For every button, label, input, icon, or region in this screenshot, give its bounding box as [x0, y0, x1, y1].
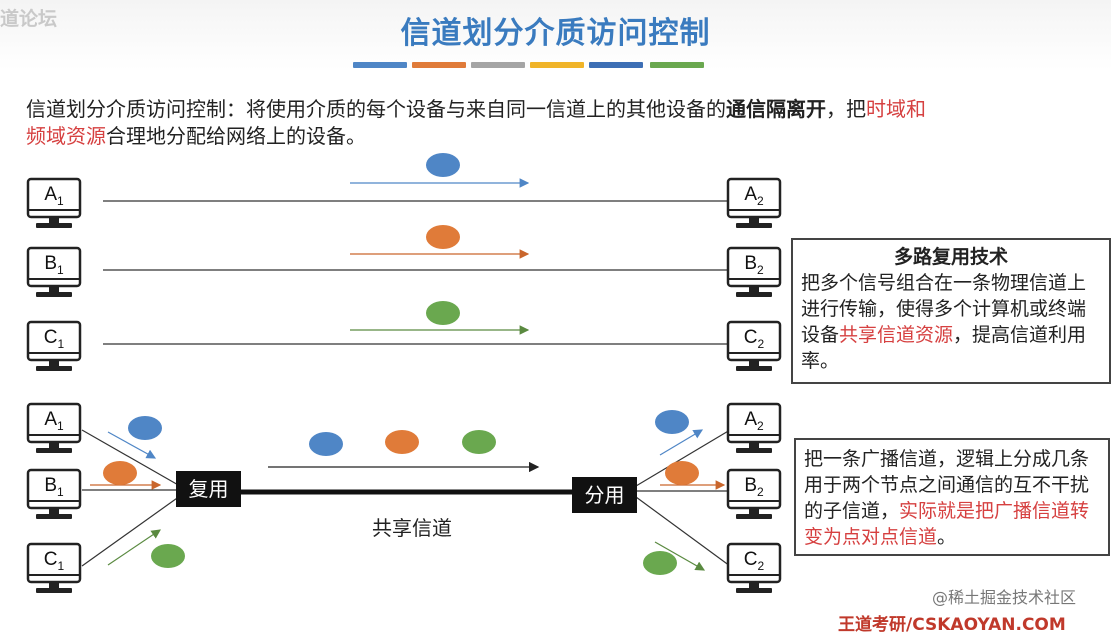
diagram-canvas: [81, 153, 731, 575]
node-label: B1: [26, 253, 82, 277]
mux-in-dot-orange: [103, 461, 137, 485]
demux-out-dot-orange: [665, 461, 699, 485]
computer-icon: C1: [26, 320, 82, 380]
shared-dot-orange: [385, 430, 419, 454]
node-label: A1: [26, 184, 82, 208]
node-letter: B: [44, 253, 57, 274]
intro-text: 信道划分介质访问控制：将使用介质的每个设备与来自同一信道上的其他设备的: [26, 97, 726, 121]
computer-icon: A1: [26, 177, 82, 237]
node-label: B2: [726, 253, 782, 277]
node-subscript: 2: [757, 418, 764, 433]
node-letter: B: [44, 475, 57, 496]
multiplexing-red-text: 共享信道资源: [839, 324, 954, 346]
node-label: C1: [26, 327, 82, 351]
title-bar: [589, 62, 643, 68]
title-bar: [471, 62, 525, 68]
node-letter: C: [43, 549, 58, 570]
demux-out-line-c: [635, 496, 731, 567]
intro-red: 时域和: [866, 97, 926, 121]
signal-dot-orange: [426, 225, 460, 249]
demux-out-dot-blue: [655, 410, 689, 434]
node-label: A2: [726, 409, 782, 433]
node-subscript: 1: [57, 262, 64, 277]
title-bar: [530, 62, 584, 68]
node-letter: A: [44, 184, 57, 205]
demux-block: 分用: [572, 477, 637, 513]
node-label: C1: [26, 549, 82, 573]
signal-dot-green: [426, 301, 460, 325]
demux-out-arrow-blue: [659, 429, 704, 456]
node-letter: C: [743, 549, 758, 570]
subchannel-box: 把一条广播信道，逻辑上分成几条用于两个节点之间通信的互不干扰的子信道，实际就是把…: [794, 438, 1110, 556]
node-label: A1: [26, 409, 82, 433]
intro-paragraph: 信道划分介质访问控制：将使用介质的每个设备与来自同一信道上的其他设备的通信隔离开…: [26, 96, 1036, 150]
subchannel-text: 。: [937, 526, 957, 548]
mux-in-arrow-green: [107, 529, 161, 566]
shared-dot-blue: [309, 432, 343, 456]
title-bar: [650, 62, 704, 68]
node-subscript: 1: [57, 336, 65, 351]
title-bar: [412, 62, 466, 68]
demux-out-line-a: [635, 429, 731, 487]
node-letter: C: [743, 327, 758, 348]
node-subscript: 2: [757, 484, 764, 499]
node-subscript: 2: [757, 336, 765, 351]
demux-out-dot-green: [643, 551, 677, 575]
mux-in-line-a: [81, 429, 181, 487]
node-label: A2: [726, 184, 782, 208]
node-subscript: 2: [757, 558, 765, 573]
computer-icon: A2: [726, 177, 782, 237]
shared-dot-green: [462, 430, 496, 454]
computer-icon: A2: [726, 402, 782, 462]
node-label: C2: [726, 327, 782, 351]
multiplexing-box: 多路复用技术 把多个信号组合在一条物理信道上进行传输，使得多个计算机或终端设备共…: [791, 238, 1111, 384]
node-letter: B: [744, 253, 757, 274]
intro-red: 频域资源: [26, 124, 106, 148]
subchannel-text: 把一条广播信道，逻辑上分成几条用于两个节点之间通信的互不干扰的子信道，: [804, 448, 1090, 522]
intro-bold: 通信隔离开: [726, 97, 826, 121]
computer-icon: B2: [726, 468, 782, 528]
node-letter: B: [744, 475, 757, 496]
subchannel-red-text: 实际就是把广播信道转变为点对点信道: [804, 500, 1090, 548]
computer-icon: A1: [26, 402, 82, 462]
intro-text: 合理地分配给网络上的设备。: [106, 124, 366, 148]
node-label: B2: [726, 475, 782, 499]
node-label: B1: [26, 475, 82, 499]
mux-in-dot-blue: [128, 416, 162, 440]
mux-in-dot-green: [151, 544, 185, 568]
node-letter: C: [43, 327, 58, 348]
mux-in-arrow-blue: [107, 431, 157, 459]
watermark-top-left: 道论坛: [0, 8, 58, 30]
node-subscript: 1: [57, 484, 64, 499]
computer-icon: C2: [726, 320, 782, 380]
mux-in-line-c: [81, 495, 181, 567]
shared-channel-label: 共享信道: [372, 516, 452, 540]
brand-footer: 王道考研/CSKAOYAN.COM: [838, 615, 1066, 635]
title-bar: [353, 62, 407, 68]
node-subscript: 2: [757, 193, 764, 208]
demux-out-arrow-green: [654, 541, 706, 571]
signal-dot-blue: [426, 153, 460, 177]
multiplexing-heading: 多路复用技术: [893, 246, 1008, 268]
computer-icon: B1: [26, 468, 82, 528]
intro-text: ，把: [826, 97, 866, 121]
multiplexing-text: ，提高信道利用率。: [801, 324, 1087, 372]
multiplexing-text: 把多个信号组合在一条物理信道上进行传输，使得多个计算机或终端设备: [801, 272, 1087, 346]
node-subscript: 1: [57, 418, 64, 433]
slide-title: 信道划分介质访问控制: [400, 16, 711, 51]
node-subscript: 2: [757, 262, 764, 277]
watermark-bottom-right: @稀土掘金技术社区: [932, 588, 1077, 607]
node-letter: A: [744, 409, 757, 430]
computer-icon: B2: [726, 246, 782, 306]
node-letter: A: [44, 409, 57, 430]
node-subscript: 1: [57, 193, 64, 208]
node-label: C2: [726, 549, 782, 573]
node-letter: A: [744, 184, 757, 205]
computer-icon: C2: [726, 542, 782, 602]
node-subscript: 1: [57, 558, 65, 573]
mux-block: 复用: [176, 471, 241, 507]
computer-icon: C1: [26, 542, 82, 602]
computer-icon: B1: [26, 246, 82, 306]
